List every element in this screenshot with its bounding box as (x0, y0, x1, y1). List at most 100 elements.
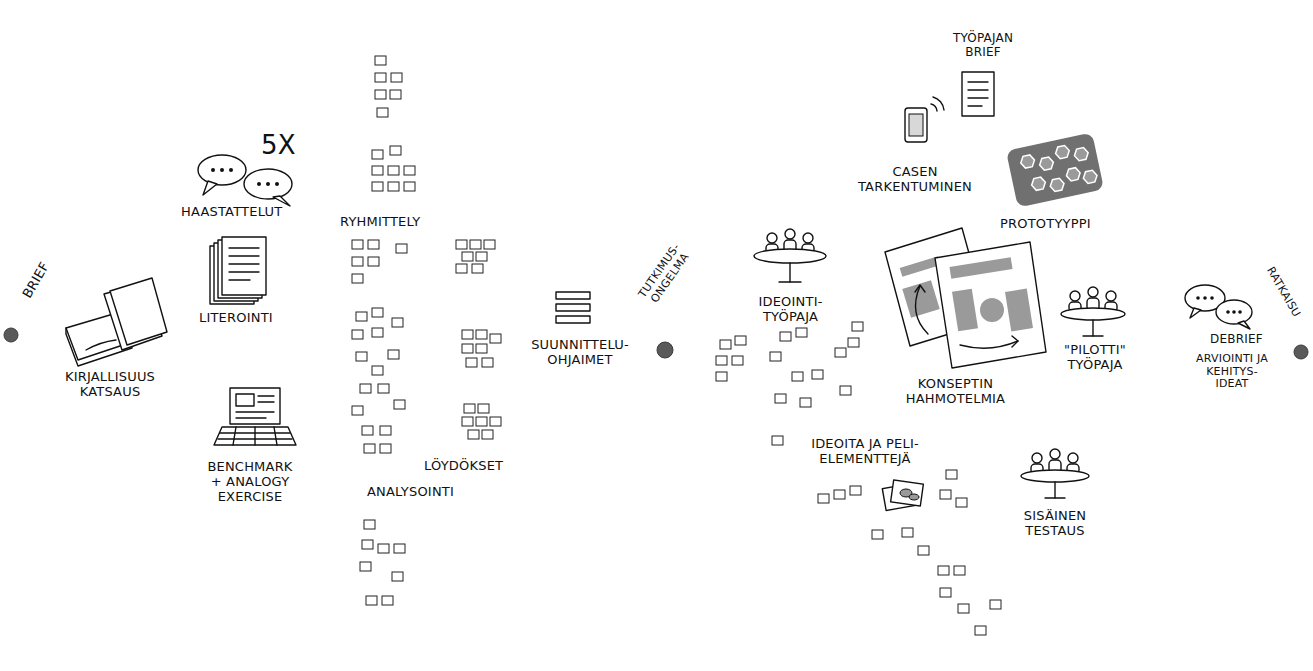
sticky-notes-part (372, 328, 383, 337)
workshop-table-icon-part (785, 229, 795, 239)
sticky-notes-part (848, 338, 859, 347)
workshop-table-icon-part (1088, 287, 1098, 297)
prototype-board-part (1005, 131, 1106, 208)
prototype-board-part (1054, 145, 1070, 160)
sticky-notes-part (375, 90, 386, 99)
sticky-notes-part (404, 182, 415, 191)
prototype-board (1005, 131, 1106, 208)
cluster-circles-part (482, 358, 493, 367)
concept-sketches-part (1005, 289, 1033, 332)
cluster-circles-part (468, 430, 479, 439)
sticky-notes-part (366, 596, 377, 605)
cluster-circles-part (456, 264, 467, 273)
paper-stack-icon (210, 237, 266, 304)
cluster-circles-part (476, 344, 487, 353)
cluster-circles-part (466, 358, 477, 367)
concept-sketches-part (900, 256, 941, 276)
sticky-notes-part (368, 240, 379, 249)
sticky-notes-part (792, 372, 803, 381)
prototype-board-part (1020, 154, 1036, 169)
books-icon (66, 278, 167, 366)
sticky-notes-part (720, 340, 731, 349)
cluster-circles-part (476, 252, 487, 261)
workshop-table-icon-part (1092, 320, 1093, 336)
laptop-icon-part (258, 401, 274, 402)
sticky-notes-part (770, 352, 781, 361)
concept-sketches-part (1012, 336, 1018, 347)
sticky-notes-part (394, 544, 405, 553)
sticky-notes-part (388, 182, 399, 191)
phase-diamond: TYÖPAJAN BRIEFCASEN TARKENTUMINENPROTOTY… (664, 0, 1313, 671)
prototype-board-part (1065, 167, 1081, 182)
sticky-notes-part (356, 312, 367, 321)
workshop-table-icon-part (1106, 291, 1116, 301)
step-label: HAASTATTELUT (181, 205, 282, 220)
workshop-table-icon-part (754, 249, 826, 263)
cluster-circles-part (484, 240, 495, 249)
sticky-notes-part (360, 562, 371, 571)
laptop-icon-part (258, 395, 274, 396)
debrief-bubbles-icon-part (1238, 310, 1242, 314)
laptop-icon-part (214, 427, 296, 445)
guideline-bars-part (556, 304, 590, 311)
concept-sketches-part (949, 257, 1012, 279)
speech-bubbles-icon-part (220, 168, 224, 172)
sticky-notes-part (390, 146, 401, 155)
prototype-board-part (1073, 147, 1089, 162)
sticky-notes-part (391, 73, 402, 82)
cluster-circles-part (456, 240, 467, 249)
sticky-notes-part (362, 426, 373, 435)
sticky-notes-part (362, 540, 373, 549)
sticky-notes-part (735, 336, 746, 345)
tablet-icon (905, 97, 944, 142)
sticky-notes-part (780, 332, 791, 341)
sticky-notes-part (360, 384, 371, 393)
milestone-label: TUTKIMUS- ONGELMA (632, 235, 699, 315)
speech-bubbles-icon-part (211, 168, 215, 172)
speech-bubbles-icon-part (203, 181, 217, 195)
workshop-table-icon-part (789, 263, 790, 282)
sticky-notes-part (380, 444, 391, 453)
step-label: CASEN TARKENTUMINEN (850, 165, 980, 195)
sticky-notes-part (352, 240, 363, 249)
sticky-notes-part (394, 400, 405, 409)
sticky-notes-part (404, 166, 415, 175)
sticky-notes-part (954, 566, 965, 575)
laptop-icon-part (233, 427, 236, 445)
document-icon-part (968, 81, 988, 82)
step-label: LÖYDÖKSET (424, 459, 503, 474)
sticky-notes-part (956, 498, 967, 507)
prototype-board-part (1082, 170, 1098, 185)
repeat-count: 5X (261, 131, 296, 161)
trend-arrow-icon-part (1168, 357, 1190, 373)
speech-bubbles-icon-part (198, 155, 246, 185)
debrief-bubbles-icon-part (1190, 308, 1201, 318)
sticky-notes-part (380, 426, 391, 435)
step-label: PROTOTYYPPI (1000, 217, 1091, 232)
step-label: KONSEPTIN HAHMOTELMIA (893, 377, 1018, 407)
cluster-circles-part (439, 223, 505, 289)
milestone-dots-part (1294, 345, 1308, 359)
sticky-notes-part (834, 490, 845, 499)
concept-sketches-part (915, 285, 925, 292)
speech-bubbles-icon-part (229, 168, 233, 172)
concept-sketches-part (935, 242, 1046, 368)
debrief-bubbles-icon-part (1210, 296, 1214, 300)
books-icon-part (86, 340, 116, 350)
prototype-board-part (1038, 156, 1054, 171)
concept-sketches-part (916, 286, 929, 334)
workshop-table-icon-part (1032, 453, 1042, 463)
milestone-label: BRIEF (20, 260, 52, 301)
document-icon-part (968, 97, 988, 98)
laptop-icon-part (236, 411, 274, 412)
trend-arrow-icon (1168, 357, 1190, 373)
sticky-notes-part (372, 150, 383, 159)
sticky-notes-part (352, 330, 363, 339)
paper-stack-icon-part (229, 263, 259, 264)
prototype-board-part (1049, 178, 1065, 193)
workshop-table-icon-part (1054, 482, 1055, 498)
concept-sketches (885, 228, 1046, 368)
sticky-notes-part (390, 90, 401, 99)
